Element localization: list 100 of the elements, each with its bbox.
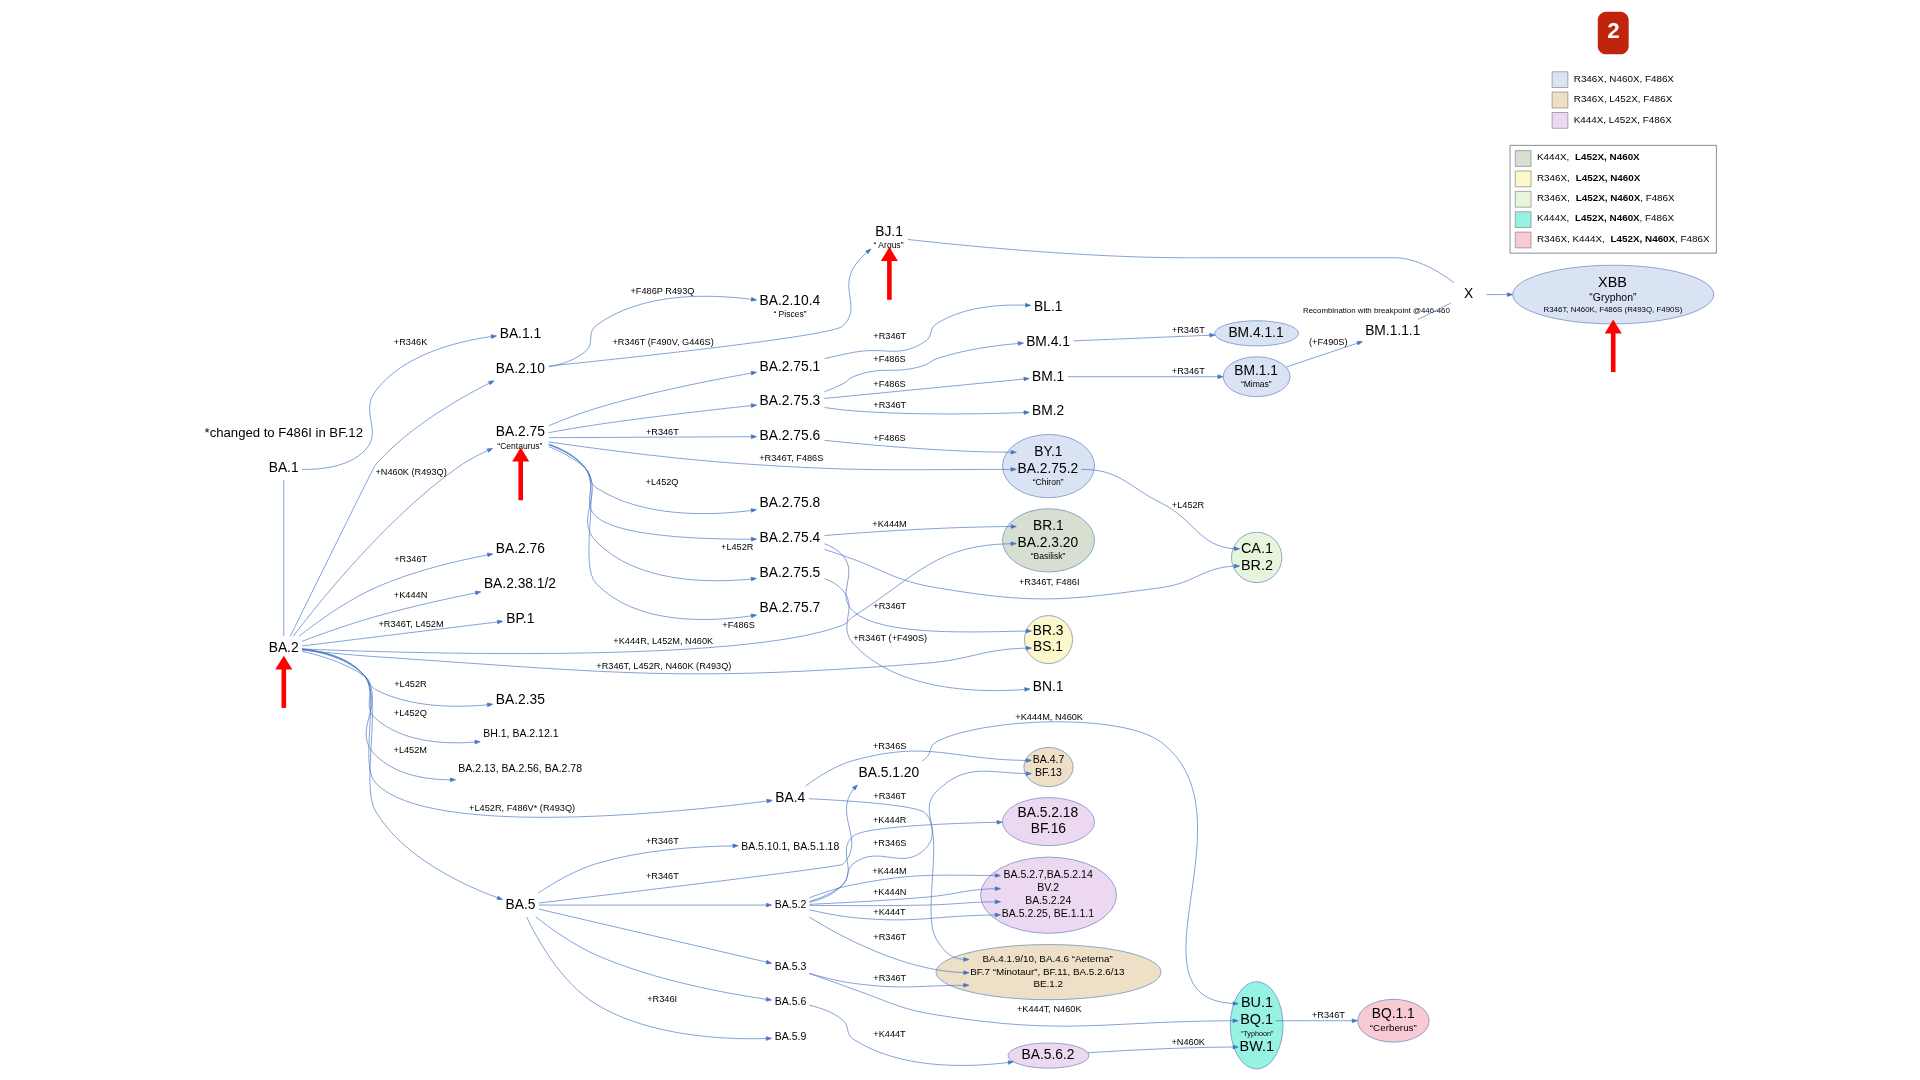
node-text: BM.4.1: [1025, 333, 1070, 349]
edge-label: +R346I: [646, 993, 677, 1004]
arrow: [301, 651, 493, 707]
edge-label: +F486P R493Q: [629, 286, 694, 297]
edge-label: +L452M: [393, 744, 427, 755]
edge-label: +R346T, F486I: [1018, 577, 1079, 588]
node-text: BA.2.75.6: [759, 428, 820, 444]
edge-label: +N460K (R493Q): [374, 466, 447, 477]
node-text: BA.2.10.4 “ Pisces”: [759, 292, 820, 320]
arrow: [1604, 319, 1622, 373]
node-ellipse: BY.1 BA.2.75.2 “Chiron”: [1001, 434, 1095, 499]
node-text: BA.2.75.5: [759, 565, 820, 581]
legend-label: R346X, L452X, F486X: [1573, 93, 1672, 105]
arrow: [547, 444, 757, 542]
node-ellipse: BQ.1.1 “Cerberus”: [1356, 999, 1429, 1043]
edge-label: +K444T: [872, 907, 906, 918]
arrow: [808, 973, 1239, 1027]
edge-label: +R346T, L452R, N460K (R493Q): [595, 661, 731, 672]
legend-label: R346X, N460X, F486X: [1573, 72, 1674, 84]
node-text: BA.1.1: [499, 325, 541, 341]
edge-label: +K444T: [872, 1028, 906, 1039]
edge-label: +L452R, F486V* (R493Q): [468, 802, 575, 813]
node-text: BA.1: [268, 459, 299, 475]
legend-label: K444X, L452X, N460X: [1536, 151, 1640, 163]
edge-label: +L452Q: [393, 707, 427, 718]
edge-label: +R346S: [872, 740, 906, 751]
arrow: [301, 646, 1032, 675]
node-ellipse: BA.5.2.18 BF.16: [1001, 797, 1095, 846]
node-text: BA.2.75.7: [759, 599, 820, 615]
edge-label: +K444R, L452M, N460K: [612, 636, 713, 647]
arrow: [301, 590, 481, 642]
edge-label: +K444T, N460K: [1016, 1004, 1082, 1015]
arrow: [547, 446, 757, 514]
arrow: [808, 770, 1032, 902]
arrow: [823, 543, 1032, 634]
arrow: [1485, 292, 1513, 297]
node-text: BM.2: [1031, 403, 1064, 419]
edge-label: +K444R: [872, 815, 906, 826]
arrow: [547, 403, 757, 433]
node-text: BA.2.75.3: [759, 393, 820, 409]
arrow: [537, 843, 739, 894]
edge-label: +R346T, L452M: [377, 618, 444, 629]
node-text: BA.2.75.1: [759, 358, 820, 374]
arrow: [808, 973, 969, 988]
edge-label: +R346T (+F490S): [852, 633, 927, 644]
arrow: [808, 899, 1001, 906]
arrow: [880, 247, 898, 300]
edge-label: +F486S: [872, 378, 906, 389]
node-text: BA.2: [268, 639, 299, 655]
node-text: BH.1, BA.2.12.1: [482, 727, 559, 740]
arrow: [292, 448, 493, 637]
edge-label: +R346T: [872, 791, 906, 802]
edge-label: +L452R: [720, 541, 753, 552]
arrow: [823, 303, 1031, 359]
arrow: [301, 649, 481, 745]
arrow: [511, 447, 529, 501]
edge-label: +R346S: [872, 838, 906, 849]
edge-label: +R346T (F490V, G446S): [611, 336, 714, 347]
edge-label: +R346T: [872, 400, 906, 411]
arrow: [547, 248, 871, 367]
node-text: BA.2.75.4: [759, 530, 820, 546]
node-text: BA.5: [505, 896, 536, 912]
arrow: [1072, 333, 1215, 342]
arrow: [823, 524, 1017, 536]
edge-label: +R346T: [645, 426, 679, 437]
arrow: [301, 619, 503, 647]
legend-label: K444X, L452X, N460X, F486X: [1536, 212, 1674, 224]
label: *changed to F486I in BF.12: [204, 424, 363, 440]
arrow: [823, 407, 1030, 415]
connector: [1417, 302, 1451, 320]
arrow: [1066, 374, 1223, 379]
arrow: [289, 380, 494, 637]
arrow: [804, 750, 1032, 787]
node-text: BA.5.1.20: [858, 764, 919, 780]
arrow: [808, 916, 969, 975]
arrow: [298, 552, 493, 637]
node-ellipse: BA.5.2.7,BA.5.2.14 BV.2 BA.5.2.24 BA.5.2.25, BE.1.1.1: [979, 856, 1117, 934]
node-text: BM.1.1.1: [1364, 323, 1420, 339]
edge-label: +L452Q: [645, 477, 679, 488]
arrow: [538, 784, 858, 904]
legend-label: R346X, K444X, L452X, N460X, F486X: [1536, 232, 1709, 244]
edge-label: +K444M, N460K: [1014, 711, 1083, 722]
edge-label: (+F490S): [1308, 337, 1348, 348]
node-text: BA.2.38.1/2: [483, 576, 556, 592]
arrow: [921, 721, 1239, 1006]
arrow: [301, 541, 1017, 654]
edge-label: +L452R: [1171, 499, 1204, 510]
node-text: BA.2.75 “Centaurus”: [495, 424, 545, 451]
edge-label: +F486S: [721, 620, 755, 631]
edge-label: +R346T: [1171, 366, 1205, 377]
arrow: [1274, 1018, 1358, 1023]
node-text: BJ.1 “ Argus”: [873, 223, 903, 251]
arrow: [808, 1004, 1014, 1066]
arrow: [301, 648, 503, 900]
edge-label: +N460K: [1170, 1036, 1205, 1047]
arrow: [808, 886, 1001, 905]
edge-label: +R346T: [1171, 325, 1205, 336]
edge-label: +K444N: [393, 589, 427, 600]
node-text: BA.2.35: [495, 691, 545, 707]
arrow: [823, 376, 1030, 399]
